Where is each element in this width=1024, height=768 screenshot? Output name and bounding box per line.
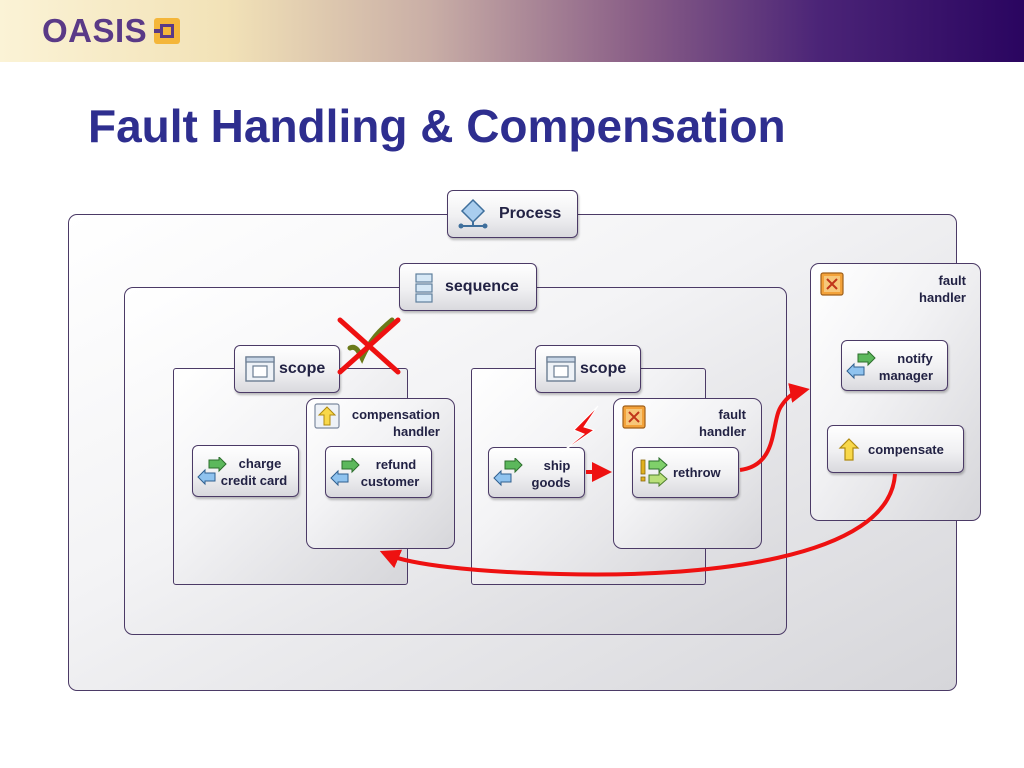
refund-label-line1: refund — [375, 457, 417, 472]
ship-label-line1: ship — [543, 458, 571, 473]
scope-icon — [245, 356, 275, 382]
rethrow-icon — [640, 457, 668, 488]
charge-label-line1: charge — [238, 456, 282, 471]
notify-manager-node[interactable]: notify manager — [841, 340, 948, 391]
scope-fault-handler-line1: fault — [718, 407, 746, 422]
process-fault-handler-line2: handler — [919, 290, 966, 305]
charge-label-line2: credit card — [220, 473, 288, 488]
notify-label-line1: notify — [897, 351, 933, 366]
charge-credit-card-node[interactable]: charge credit card — [192, 445, 299, 497]
page-title: Fault Handling & Compensation — [88, 100, 786, 152]
process-label: Process — [499, 205, 562, 222]
scope-left-node[interactable]: scope — [234, 345, 340, 393]
refund-label-line2: customer — [360, 474, 420, 489]
oasis-logo-icon — [154, 18, 181, 44]
invoke-icon — [197, 457, 227, 486]
scope-fault-handler-line2: handler — [699, 424, 746, 439]
fault-handler-icon — [622, 405, 646, 429]
invoke-icon — [846, 351, 876, 380]
logo-text: OASIS — [42, 12, 148, 49]
scope-right-label: scope — [580, 360, 627, 377]
invoke-icon — [330, 458, 360, 487]
ship-label-line2: goods — [531, 475, 571, 490]
rethrow-node[interactable]: rethrow — [632, 447, 739, 498]
scope-icon — [546, 356, 576, 382]
crossed-checkmark-icon — [337, 317, 401, 375]
scope-left-label: scope — [279, 360, 326, 377]
compensate-arrow — [379, 473, 897, 577]
ship-goods-node[interactable]: ship goods — [488, 447, 585, 498]
lightning-icon — [561, 405, 599, 453]
process-icon — [458, 198, 488, 229]
process-node[interactable]: Process — [447, 190, 578, 238]
refund-customer-node[interactable]: refund customer — [325, 446, 432, 498]
notify-label-line2: manager — [878, 368, 934, 383]
compensation-handler-line2: handler — [393, 424, 440, 439]
compensate-icon — [838, 438, 860, 461]
sequence-label: sequence — [445, 278, 519, 295]
rethrow-label: rethrow — [673, 465, 721, 480]
process-fault-handler-line1: fault — [938, 273, 966, 288]
rethrow-arrow — [739, 383, 810, 472]
oasis-logo: OASIS — [42, 14, 181, 48]
scope-right-node[interactable]: scope — [535, 345, 641, 393]
compensation-icon — [314, 403, 340, 429]
compensation-handler-line1: compensation — [351, 407, 440, 422]
sequence-node[interactable]: sequence — [399, 263, 537, 311]
compensate-node[interactable]: compensate — [827, 425, 964, 473]
compensate-label: compensate — [868, 442, 944, 457]
fault-handler-icon — [820, 272, 844, 296]
sequence-icon — [415, 273, 433, 303]
invoke-icon — [493, 458, 523, 487]
